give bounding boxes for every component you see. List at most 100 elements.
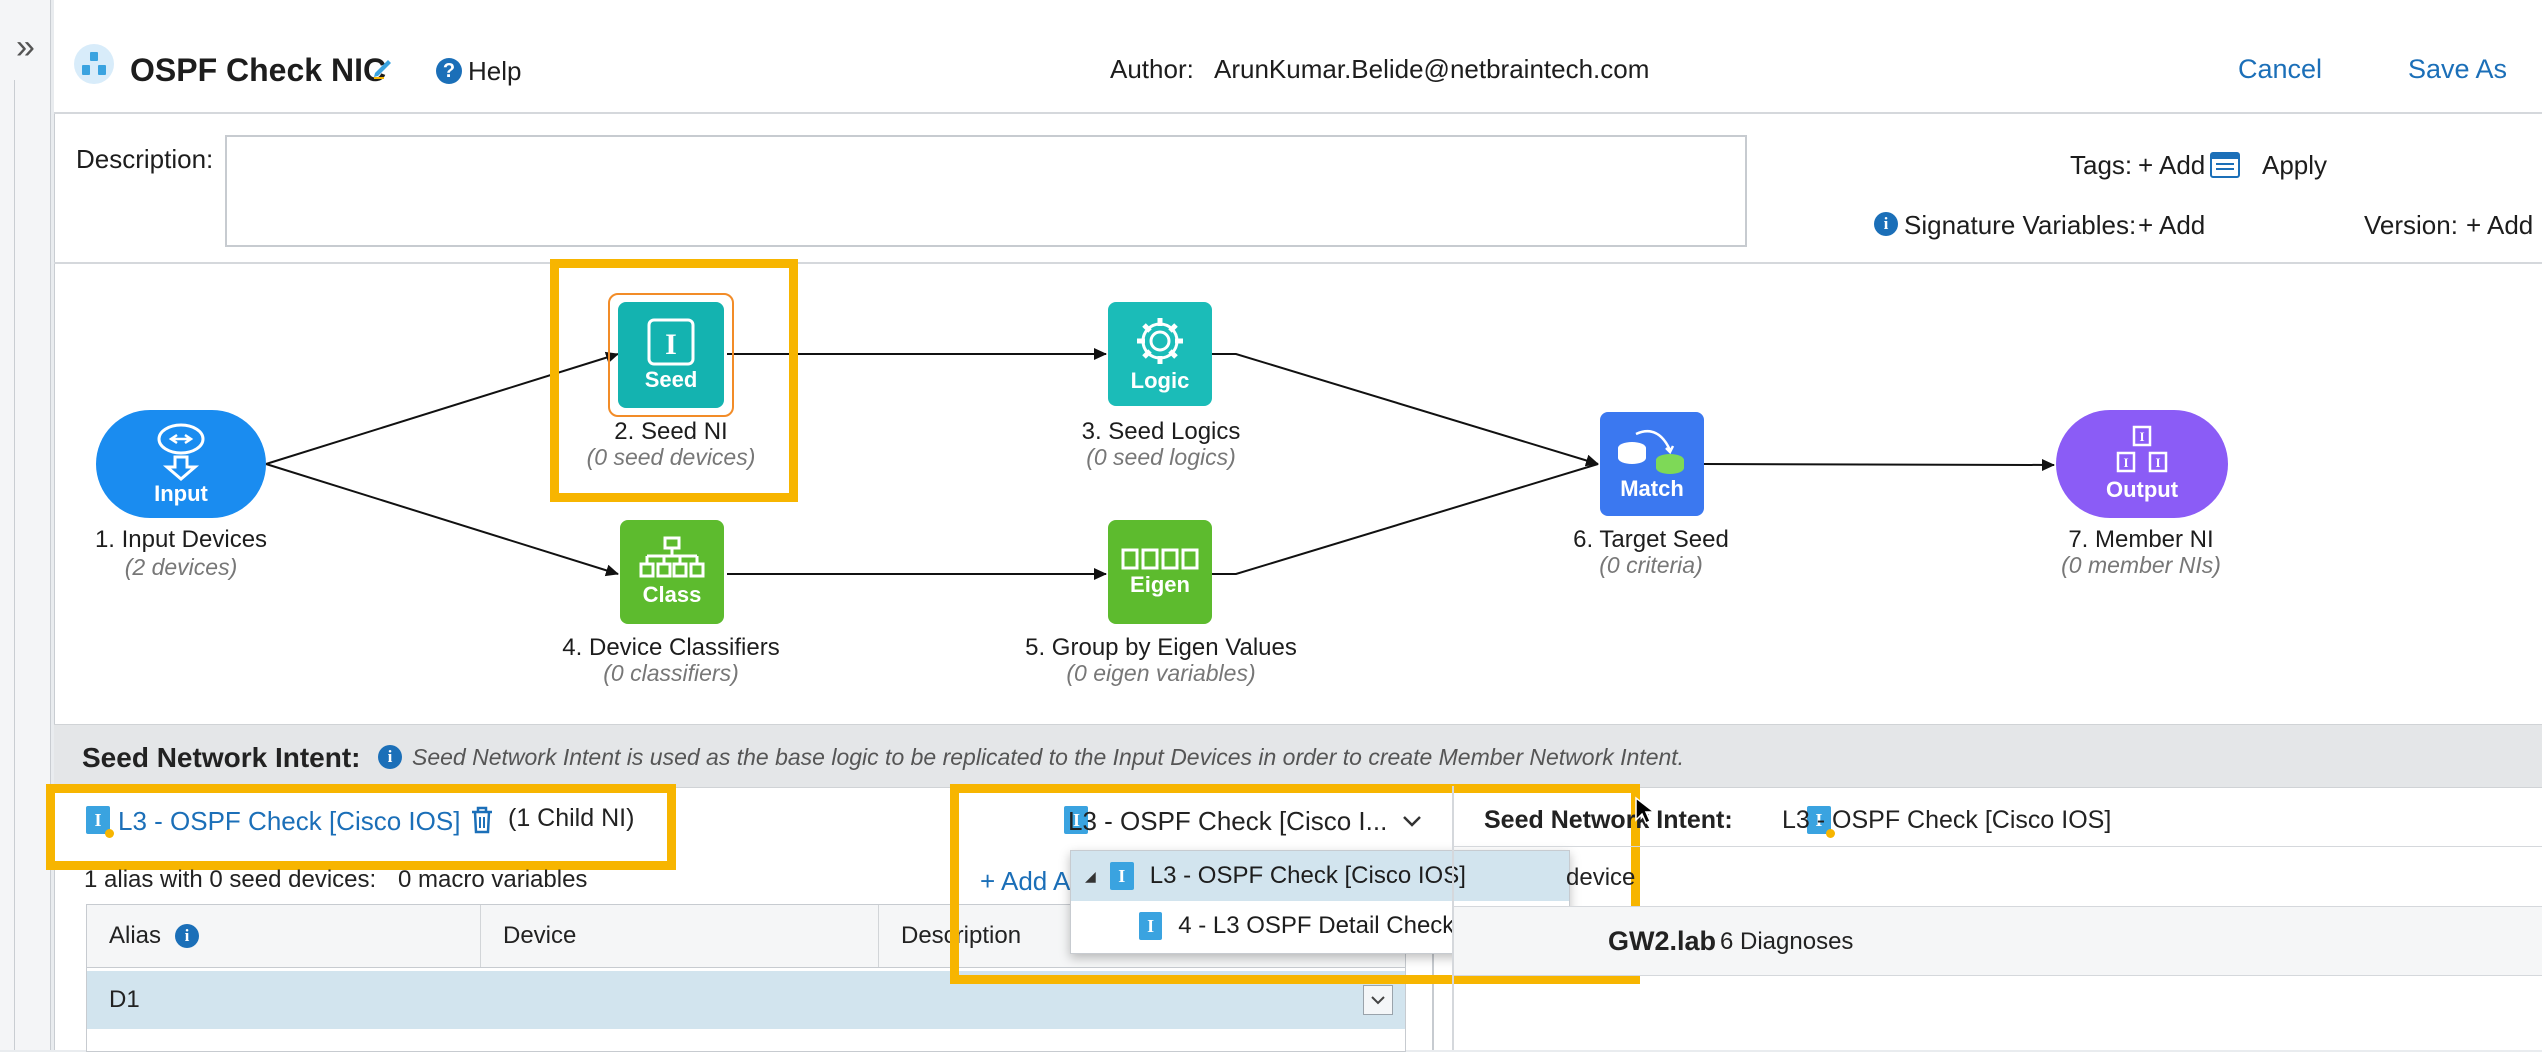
dropdown-item[interactable]: ◢ I L3 - OSPF Check [Cisco IOS] bbox=[1071, 851, 1569, 901]
macro-summary: 0 macro variables bbox=[398, 866, 588, 893]
seed-logics-caption: 3. Seed Logics bbox=[1081, 418, 1241, 445]
right-device-row[interactable] bbox=[1454, 906, 2542, 976]
logic-node-label: Logic bbox=[1130, 368, 1190, 393]
tags-apply-button[interactable]: Apply bbox=[2262, 150, 2328, 180]
dropdown-item-label: L3 - OSPF Check [Cisco IOS] bbox=[1149, 862, 1466, 889]
svg-text:I: I bbox=[2139, 429, 2144, 444]
hierarchy-icon bbox=[639, 536, 705, 578]
member-ni-caption: 7. Member NI bbox=[2068, 526, 2214, 553]
help-icon[interactable]: ? bbox=[436, 58, 462, 84]
collapsed-side-rail: » bbox=[0, 0, 51, 1050]
seed-ni-count: (0 seed devices) bbox=[586, 444, 756, 470]
trash-icon[interactable] bbox=[470, 806, 494, 839]
author-value: ArunKumar.Belide@netbraintech.com bbox=[1214, 54, 1650, 84]
seed-node-selection bbox=[608, 293, 734, 417]
input-devices-caption: 1. Input Devices bbox=[94, 526, 268, 553]
right-device-text: device bbox=[1566, 864, 1636, 891]
output-node-label: Output bbox=[2105, 477, 2179, 502]
seed-ni-caption: 2. Seed NI bbox=[614, 418, 728, 445]
right-diagnoses-count[interactable]: 6 Diagnoses bbox=[1720, 928, 1854, 955]
input-devices-node[interactable]: Input bbox=[96, 410, 266, 518]
alias-cell: D1 bbox=[109, 986, 140, 1013]
seed-logics-count: (0 seed logics) bbox=[1086, 444, 1236, 470]
svg-text:I: I bbox=[2123, 455, 2128, 470]
alias-header-label: Alias bbox=[109, 922, 162, 949]
expand-chevron-icon[interactable]: » bbox=[16, 28, 35, 66]
seed-ni-node[interactable]: I Seed bbox=[618, 302, 724, 408]
target-seed-caption: 6. Target Seed bbox=[1573, 526, 1729, 553]
save-as-button[interactable]: Save As bbox=[2408, 54, 2508, 84]
intent-icon: I bbox=[647, 318, 695, 366]
ni-selector-highlight bbox=[950, 784, 1640, 984]
description-input[interactable] bbox=[225, 135, 1747, 247]
network-intent-icon: I bbox=[1139, 912, 1163, 940]
section-divider bbox=[54, 262, 2542, 264]
author-label: Author: bbox=[1110, 54, 1194, 84]
device-classifiers-node[interactable]: Class bbox=[620, 520, 724, 624]
table-right-border bbox=[1432, 886, 1434, 1050]
alias-summary: 1 alias with 0 seed devices: bbox=[84, 866, 377, 893]
description-label: Description: bbox=[76, 144, 214, 174]
input-node-label: Input bbox=[154, 481, 208, 506]
match-node-label: Match bbox=[1620, 476, 1684, 501]
header-bar: OSPF Check NIC ? Help Author: ArunKumar.… bbox=[54, 0, 2542, 114]
description-header-label: Description bbox=[901, 922, 1022, 949]
info-icon: i bbox=[1874, 212, 1898, 236]
rail-divider bbox=[14, 80, 15, 1050]
network-intent-icon: I bbox=[1109, 862, 1134, 890]
match-cylinders-icon bbox=[1618, 430, 1684, 474]
version-label: Version: bbox=[2364, 210, 2458, 240]
selector-chevron-down-icon[interactable] bbox=[1402, 814, 1422, 833]
target-seed-count: (0 criteria) bbox=[1599, 552, 1703, 578]
alias-column-header[interactable]: Alias i bbox=[87, 905, 481, 967]
eigen-values-node[interactable]: Eigen bbox=[1108, 520, 1212, 624]
input-devices-count: (2 devices) bbox=[124, 554, 238, 580]
info-icon: i bbox=[175, 924, 200, 948]
network-intent-icon: I bbox=[1064, 806, 1089, 834]
network-intent-icon: I bbox=[1806, 806, 1835, 838]
seed-intent-bar: Seed Network Intent: i Seed Network Inte… bbox=[54, 724, 2542, 788]
nic-app-icon bbox=[74, 44, 114, 84]
row-dropdown-chevron-icon[interactable] bbox=[1363, 985, 1393, 1015]
description-column-header[interactable]: Description bbox=[879, 905, 1405, 967]
tags-label: Tags: bbox=[2070, 150, 2133, 180]
seed-ni-link[interactable]: L3 - OSPF Check [Cisco IOS] bbox=[118, 806, 461, 836]
eigen-values-caption: 5. Group by Eigen Values bbox=[1025, 634, 1297, 661]
right-seed-intent-label: Seed Network Intent: bbox=[1484, 806, 1733, 834]
edit-pencil-icon[interactable] bbox=[370, 52, 398, 85]
panel-divider bbox=[1452, 786, 1454, 1050]
device-column-header[interactable]: Device bbox=[481, 905, 879, 967]
cancel-button[interactable]: Cancel bbox=[2238, 54, 2323, 84]
help-link[interactable]: Help bbox=[468, 56, 522, 86]
seed-ni-highlight bbox=[550, 259, 798, 502]
info-icon: i bbox=[378, 745, 402, 769]
member-ni-count: (0 member NIs) bbox=[2061, 552, 2221, 578]
tag-list-icon[interactable] bbox=[2210, 152, 2240, 183]
device-classifiers-count: (0 classifiers) bbox=[603, 660, 739, 686]
class-node-label: Class bbox=[642, 582, 702, 607]
ni-selector-value[interactable]: L3 - OSPF Check [Cisco I... bbox=[1068, 806, 1388, 836]
svg-text:I: I bbox=[2155, 455, 2160, 470]
tags-add-link[interactable]: + Add bbox=[2138, 150, 2206, 180]
router-icon bbox=[157, 423, 205, 481]
device-header-label: Device bbox=[503, 922, 577, 949]
right-device-name: GW2.lab bbox=[1608, 926, 1717, 956]
seed-intent-info-text: Seed Network Intent is used as the base … bbox=[412, 744, 1685, 770]
add-alias-button[interactable]: + Add A bbox=[980, 866, 1071, 896]
collapse-triangle-icon[interactable]: ◢ bbox=[1085, 867, 1096, 884]
eigen-boxes-icon bbox=[1121, 548, 1199, 570]
seed-logics-node[interactable]: Logic bbox=[1108, 302, 1212, 406]
seed-ni-link-highlight bbox=[46, 784, 676, 870]
target-seed-node[interactable]: Match bbox=[1600, 412, 1704, 516]
version-add-link[interactable]: + Add bbox=[2466, 210, 2534, 240]
gear-icon bbox=[1137, 318, 1183, 364]
page-title: OSPF Check NIC bbox=[130, 52, 387, 88]
signature-variables-add-link[interactable]: + Add bbox=[2138, 210, 2206, 240]
right-row-divider bbox=[1454, 846, 2542, 847]
network-intent-icon: I bbox=[86, 806, 114, 838]
mouse-cursor-icon bbox=[1634, 796, 1657, 831]
device-classifiers-caption: 4. Device Classifiers bbox=[562, 634, 780, 661]
right-seed-ni-name: L3 - OSPF Check [Cisco IOS] bbox=[1782, 806, 2112, 834]
